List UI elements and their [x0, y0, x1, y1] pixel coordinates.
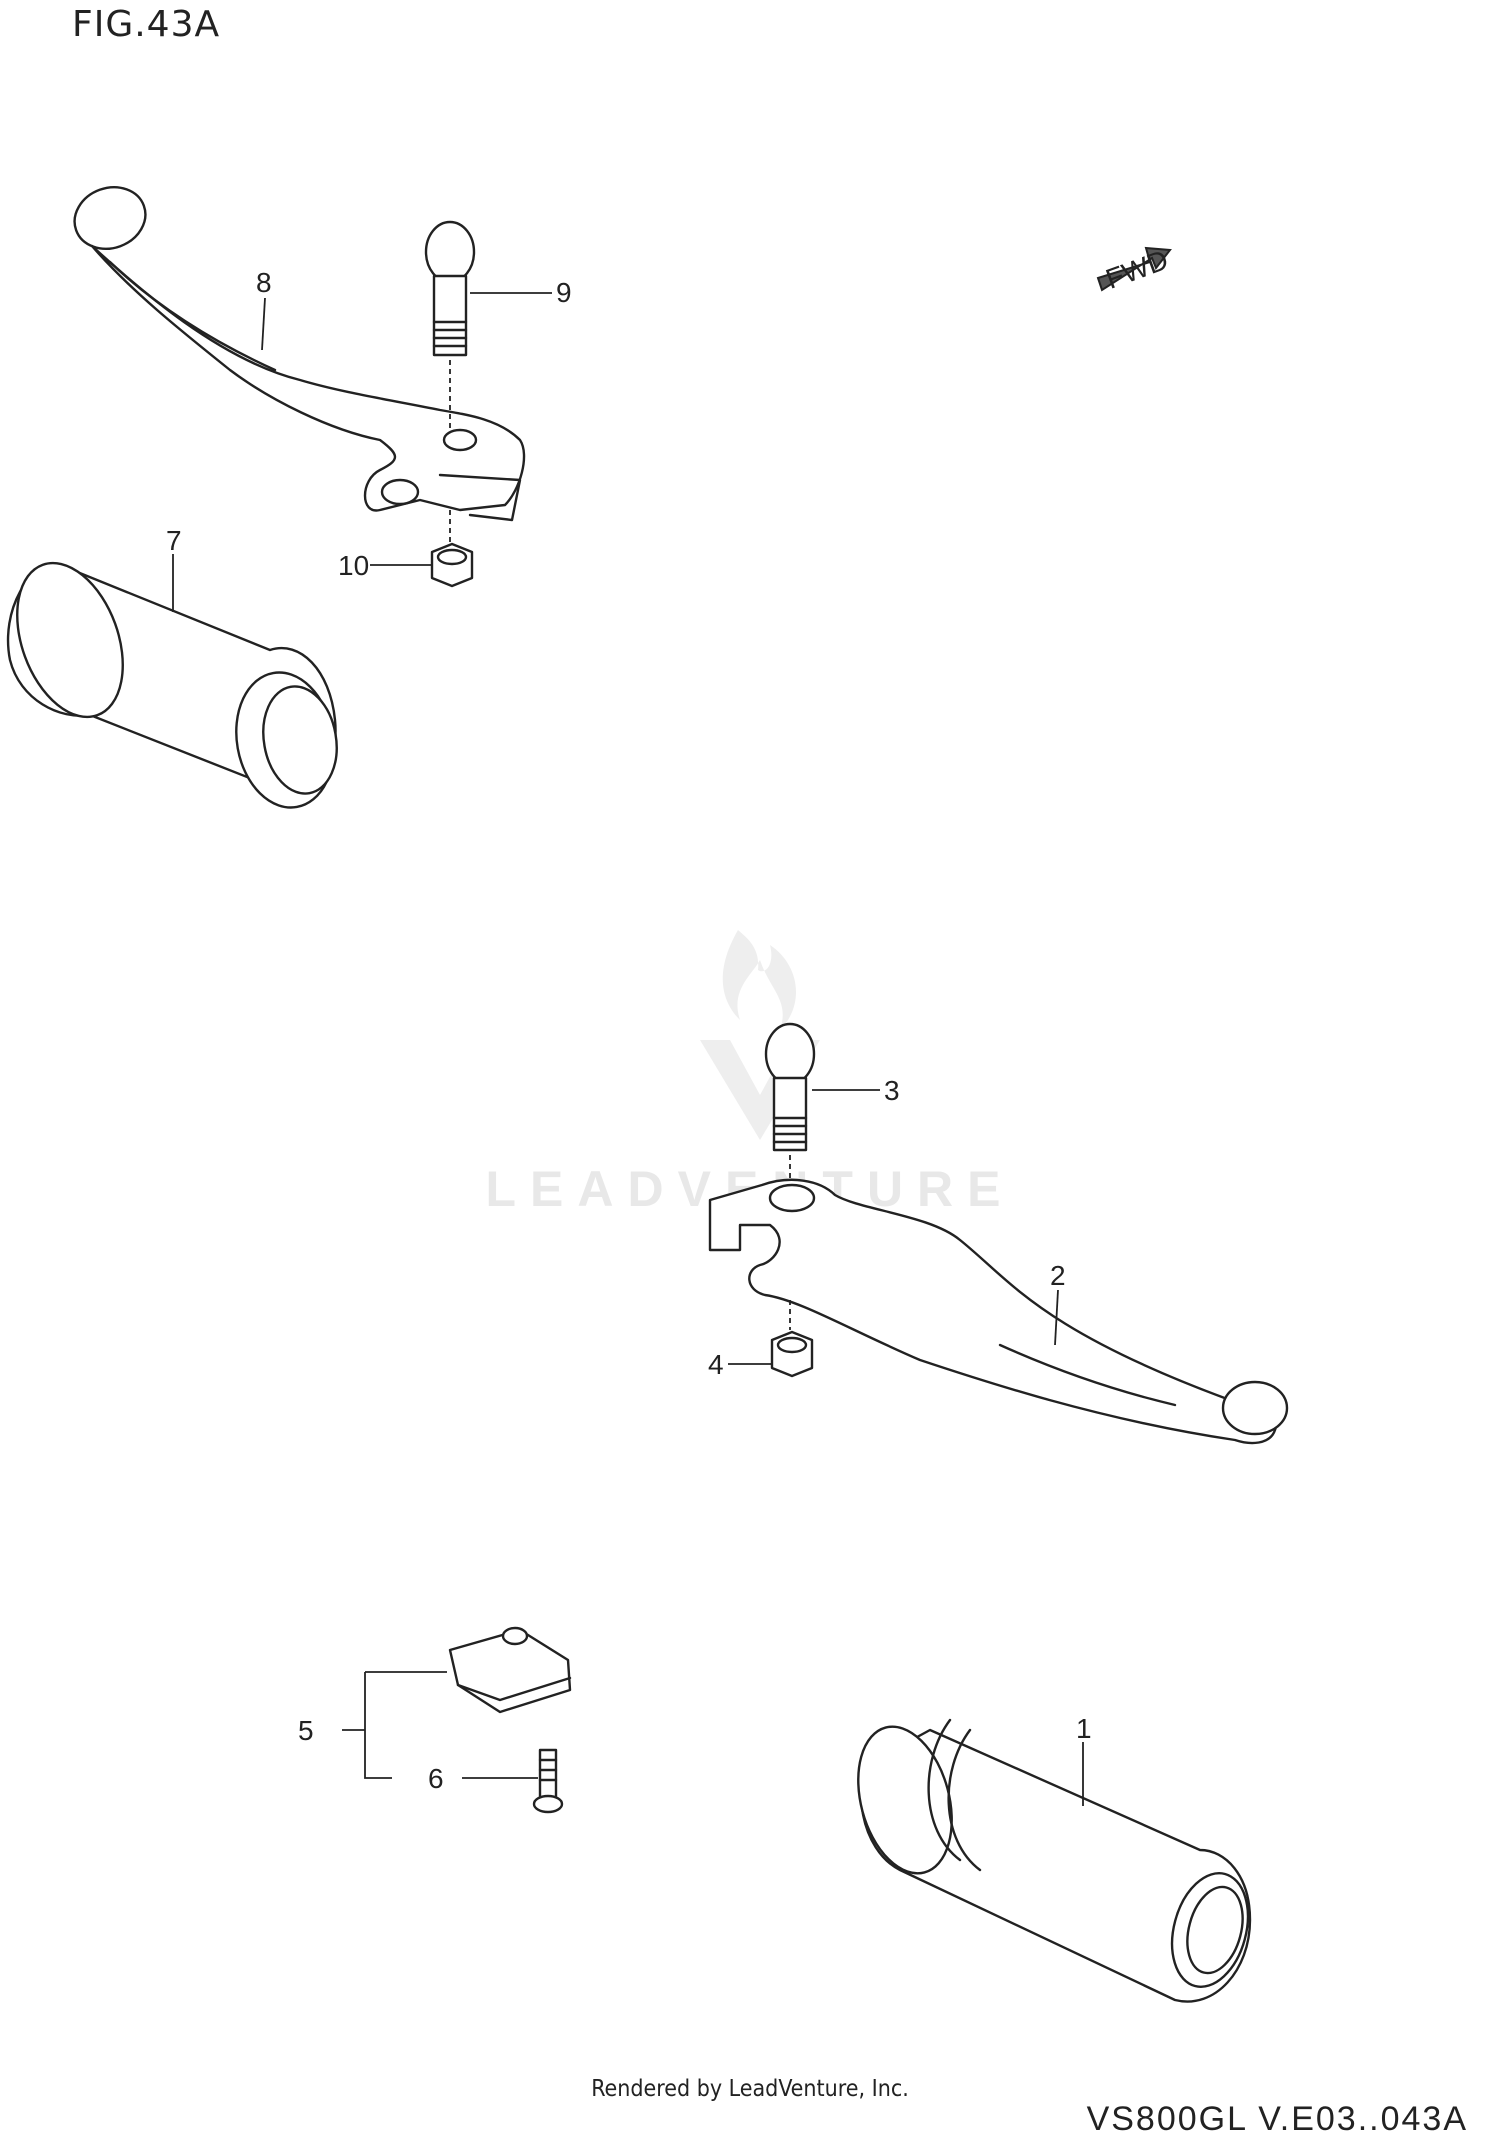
callout-3: 3	[884, 1075, 900, 1106]
fwd-arrow-icon: FWD	[1096, 244, 1173, 295]
diagram-code: VS800GL V.E03..043A	[1086, 2100, 1468, 2138]
part-9-bolt	[424, 220, 476, 430]
part-2-lever	[708, 1178, 1289, 1445]
callout-8: 8	[256, 267, 272, 298]
callout-4: 4	[708, 1349, 724, 1380]
callout-6: 6	[428, 1763, 444, 1794]
part-1-throttle-grip	[857, 1718, 1252, 2003]
callout-labels: 8 9 10 7 3 2 4 5 6 1	[166, 267, 1092, 1794]
callout-7: 7	[166, 525, 182, 556]
part-3-bolt	[764, 1022, 816, 1180]
callout-10: 10	[338, 550, 369, 581]
part-6-screw	[532, 1748, 564, 1814]
part-10-nut	[430, 510, 474, 588]
part-8-lever	[73, 186, 526, 522]
part-4-nut	[770, 1300, 814, 1378]
leader-lines	[172, 292, 1084, 1806]
footer-credit: Rendered by LeadVenture, Inc.	[591, 2076, 909, 2102]
part-7-grip	[6, 561, 338, 809]
fwd-label: FWD	[1102, 244, 1173, 295]
callout-9: 9	[556, 277, 572, 308]
part-5-switch	[448, 1626, 572, 1714]
callout-1: 1	[1076, 1713, 1092, 1744]
callout-5: 5	[298, 1715, 314, 1746]
figure-title: FIG.43A	[72, 4, 221, 45]
callout-2: 2	[1050, 1260, 1066, 1291]
